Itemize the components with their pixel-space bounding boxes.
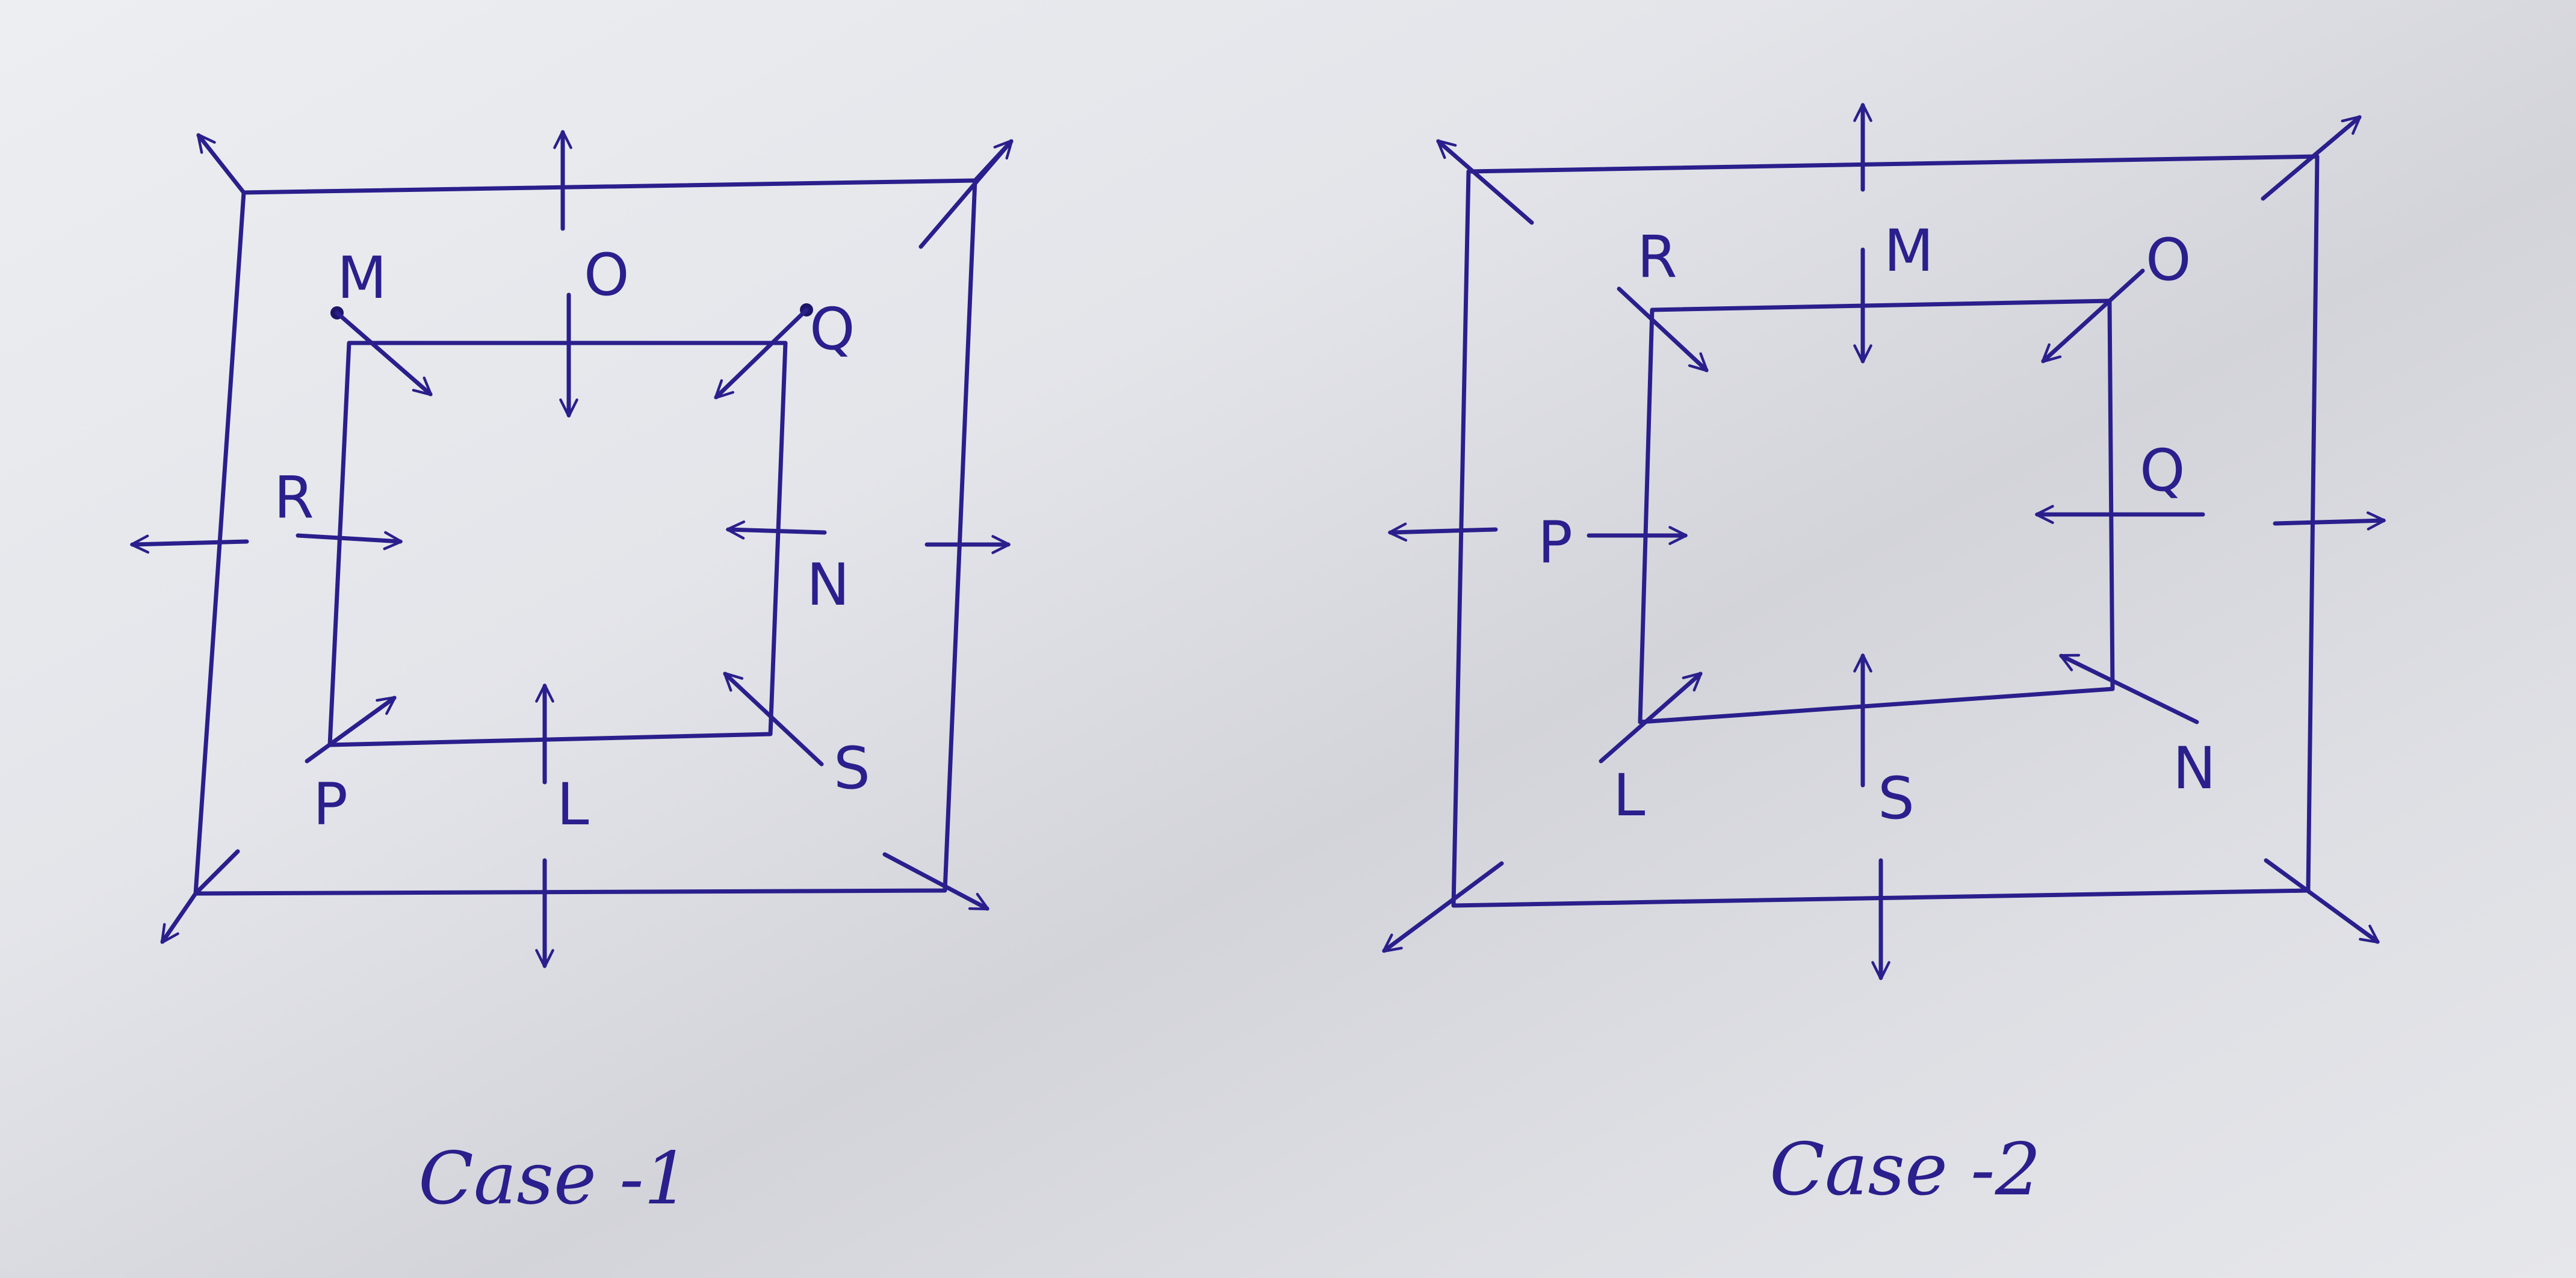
arrow-p (305, 696, 397, 764)
label-p: P (313, 771, 348, 838)
case-1-caption: Case -1 (418, 1137, 690, 1221)
arrow-corner-tr-tail (918, 139, 1014, 249)
case-1-outer-arrows (130, 130, 1014, 968)
label-o: O (584, 241, 630, 309)
arrow-corner-tl (196, 133, 246, 195)
case-1-inner-arrows (296, 292, 827, 785)
arrow-corner-bl (1382, 861, 1504, 953)
arrow-corner-bl (160, 891, 198, 944)
arrow-left (1388, 522, 1498, 542)
label-s: S (1878, 765, 1915, 832)
label-l: L (1613, 762, 1645, 829)
case-1-inner-square (327, 341, 788, 747)
arrow-l (1599, 671, 1703, 764)
arrow-m (335, 310, 433, 397)
case-2-labels: R M O P Q L S N (1538, 217, 2216, 832)
arrow-r (296, 531, 403, 551)
arrow-q (714, 307, 809, 400)
arrow-corner-br (2264, 858, 2380, 944)
label-q: Q (2140, 437, 2185, 504)
case-2-inner-arrows (1587, 247, 2205, 788)
arrow-left (130, 534, 249, 554)
arrow-corner-br (882, 852, 989, 911)
label-r: R (1637, 223, 1677, 291)
arrow-n (726, 520, 827, 540)
case-2-caption: Case -2 (1769, 1128, 2041, 1212)
label-n: N (2173, 735, 2216, 802)
label-p: P (1538, 509, 1573, 576)
case-1-diagram: M O Q R N P L S Case -1 (130, 130, 1014, 1221)
arrow-r (1617, 286, 1709, 372)
case-1-labels: M O Q R N P L S (274, 241, 870, 838)
arrow-corner-tl (1436, 139, 1534, 225)
arrow-right (2273, 511, 2386, 531)
arrow-n (2059, 653, 2199, 724)
label-m: M (337, 244, 387, 312)
arrow-corner-bl-tail (193, 849, 240, 896)
case-2-outer-arrows (1382, 103, 2386, 980)
arrow-s (723, 671, 824, 767)
case-2-diagram: R M O P Q L S N Case -2 (1382, 103, 2386, 1212)
label-o: O (2146, 226, 2191, 294)
label-m: M (1884, 217, 1934, 285)
label-s: S (834, 735, 870, 802)
case-1-outer-square (193, 178, 977, 896)
arrow-o (2041, 268, 2145, 363)
arrow-corner-tr (2261, 115, 2362, 201)
label-r: R (274, 464, 314, 531)
case-2-inner-square (1638, 298, 2115, 724)
label-n: N (807, 551, 850, 619)
label-l: L (557, 771, 589, 838)
label-q: Q (810, 295, 855, 363)
